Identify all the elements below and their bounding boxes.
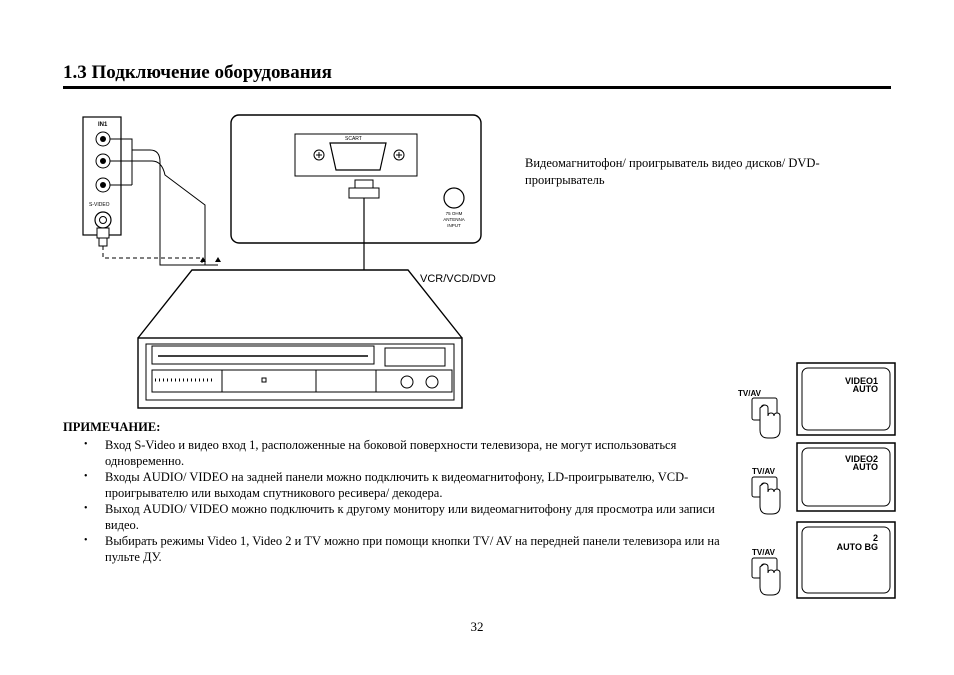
screen-3-line-1: 2 <box>873 533 878 543</box>
note-heading: ПРИМЕЧАНИЕ: <box>63 420 161 434</box>
screen-1-line-2: AUTO <box>853 384 878 394</box>
bullet: • <box>84 439 88 450</box>
note-text: Выбирать режимы Video 1, Video 2 и TV мо… <box>105 534 720 564</box>
side-panel-label: IN1 <box>98 122 108 128</box>
antenna-label-3: INPUT <box>447 223 461 228</box>
bullet: • <box>84 503 88 514</box>
scart-label: SCART <box>345 136 362 142</box>
tvav-button-label-3: TV/AV <box>752 548 776 557</box>
bullet: • <box>84 471 88 482</box>
tvav-indicator-1: TV/AV VIDEO1 AUTO <box>738 362 896 439</box>
list-item: • Входы AUDIO/ VIDEO на задней панели мож… <box>84 469 744 501</box>
antenna-label-1: 75 OHM <box>446 211 463 216</box>
device-label: VCR/VCD/DVD <box>420 273 496 285</box>
note-text: Входы AUDIO/ VIDEO на задней панели можн… <box>105 470 689 500</box>
screen-2-line-1: VIDEO2 <box>845 454 878 464</box>
bullet: • <box>84 535 88 546</box>
vcr-device <box>137 269 463 409</box>
page-number: 32 <box>470 619 484 634</box>
rear-panel: SCART 75 OHM ANTENNA INPUT <box>230 114 482 244</box>
side-panel-s-label: S-VIDEO <box>89 202 110 208</box>
tvav-button-label-1: TV/AV <box>738 389 762 398</box>
tvav-indicator-3: TV/AV 2 AUTO BG <box>751 521 896 599</box>
title-rule <box>63 86 891 89</box>
side-panel: IN1 S-VIDEO <box>82 116 221 266</box>
list-item: • Выход AUDIO/ VIDEO можно подключить к д… <box>84 501 744 533</box>
list-item: • Вход S-Video и видео вход 1, расположен… <box>84 437 744 469</box>
note-text: Выход AUDIO/ VIDEO можно подключить к др… <box>105 502 715 532</box>
screen-2-line-2: AUTO <box>853 462 878 472</box>
scart-cable <box>348 179 380 270</box>
list-item: • Выбирать режимы Video 1, Video 2 и TV м… <box>84 533 744 565</box>
antenna-label-2: ANTENNA <box>443 217 465 222</box>
notes-list: • Вход S-Video и видео вход 1, расположен… <box>84 437 744 565</box>
note-text: Вход S-Video и видео вход 1, расположенн… <box>105 438 677 468</box>
page-title: 1.3 Подключение оборудования <box>63 62 332 83</box>
screen-1-line-1: VIDEO1 <box>845 376 878 386</box>
device-caption: Видеомагнитофон/ проигрыватель видео дис… <box>525 156 820 187</box>
screen-3-line-2: AUTO BG <box>837 542 878 552</box>
tvav-button-label-2: TV/AV <box>752 467 776 476</box>
tvav-indicator-2: TV/AV VIDEO2 AUTO <box>751 442 896 515</box>
